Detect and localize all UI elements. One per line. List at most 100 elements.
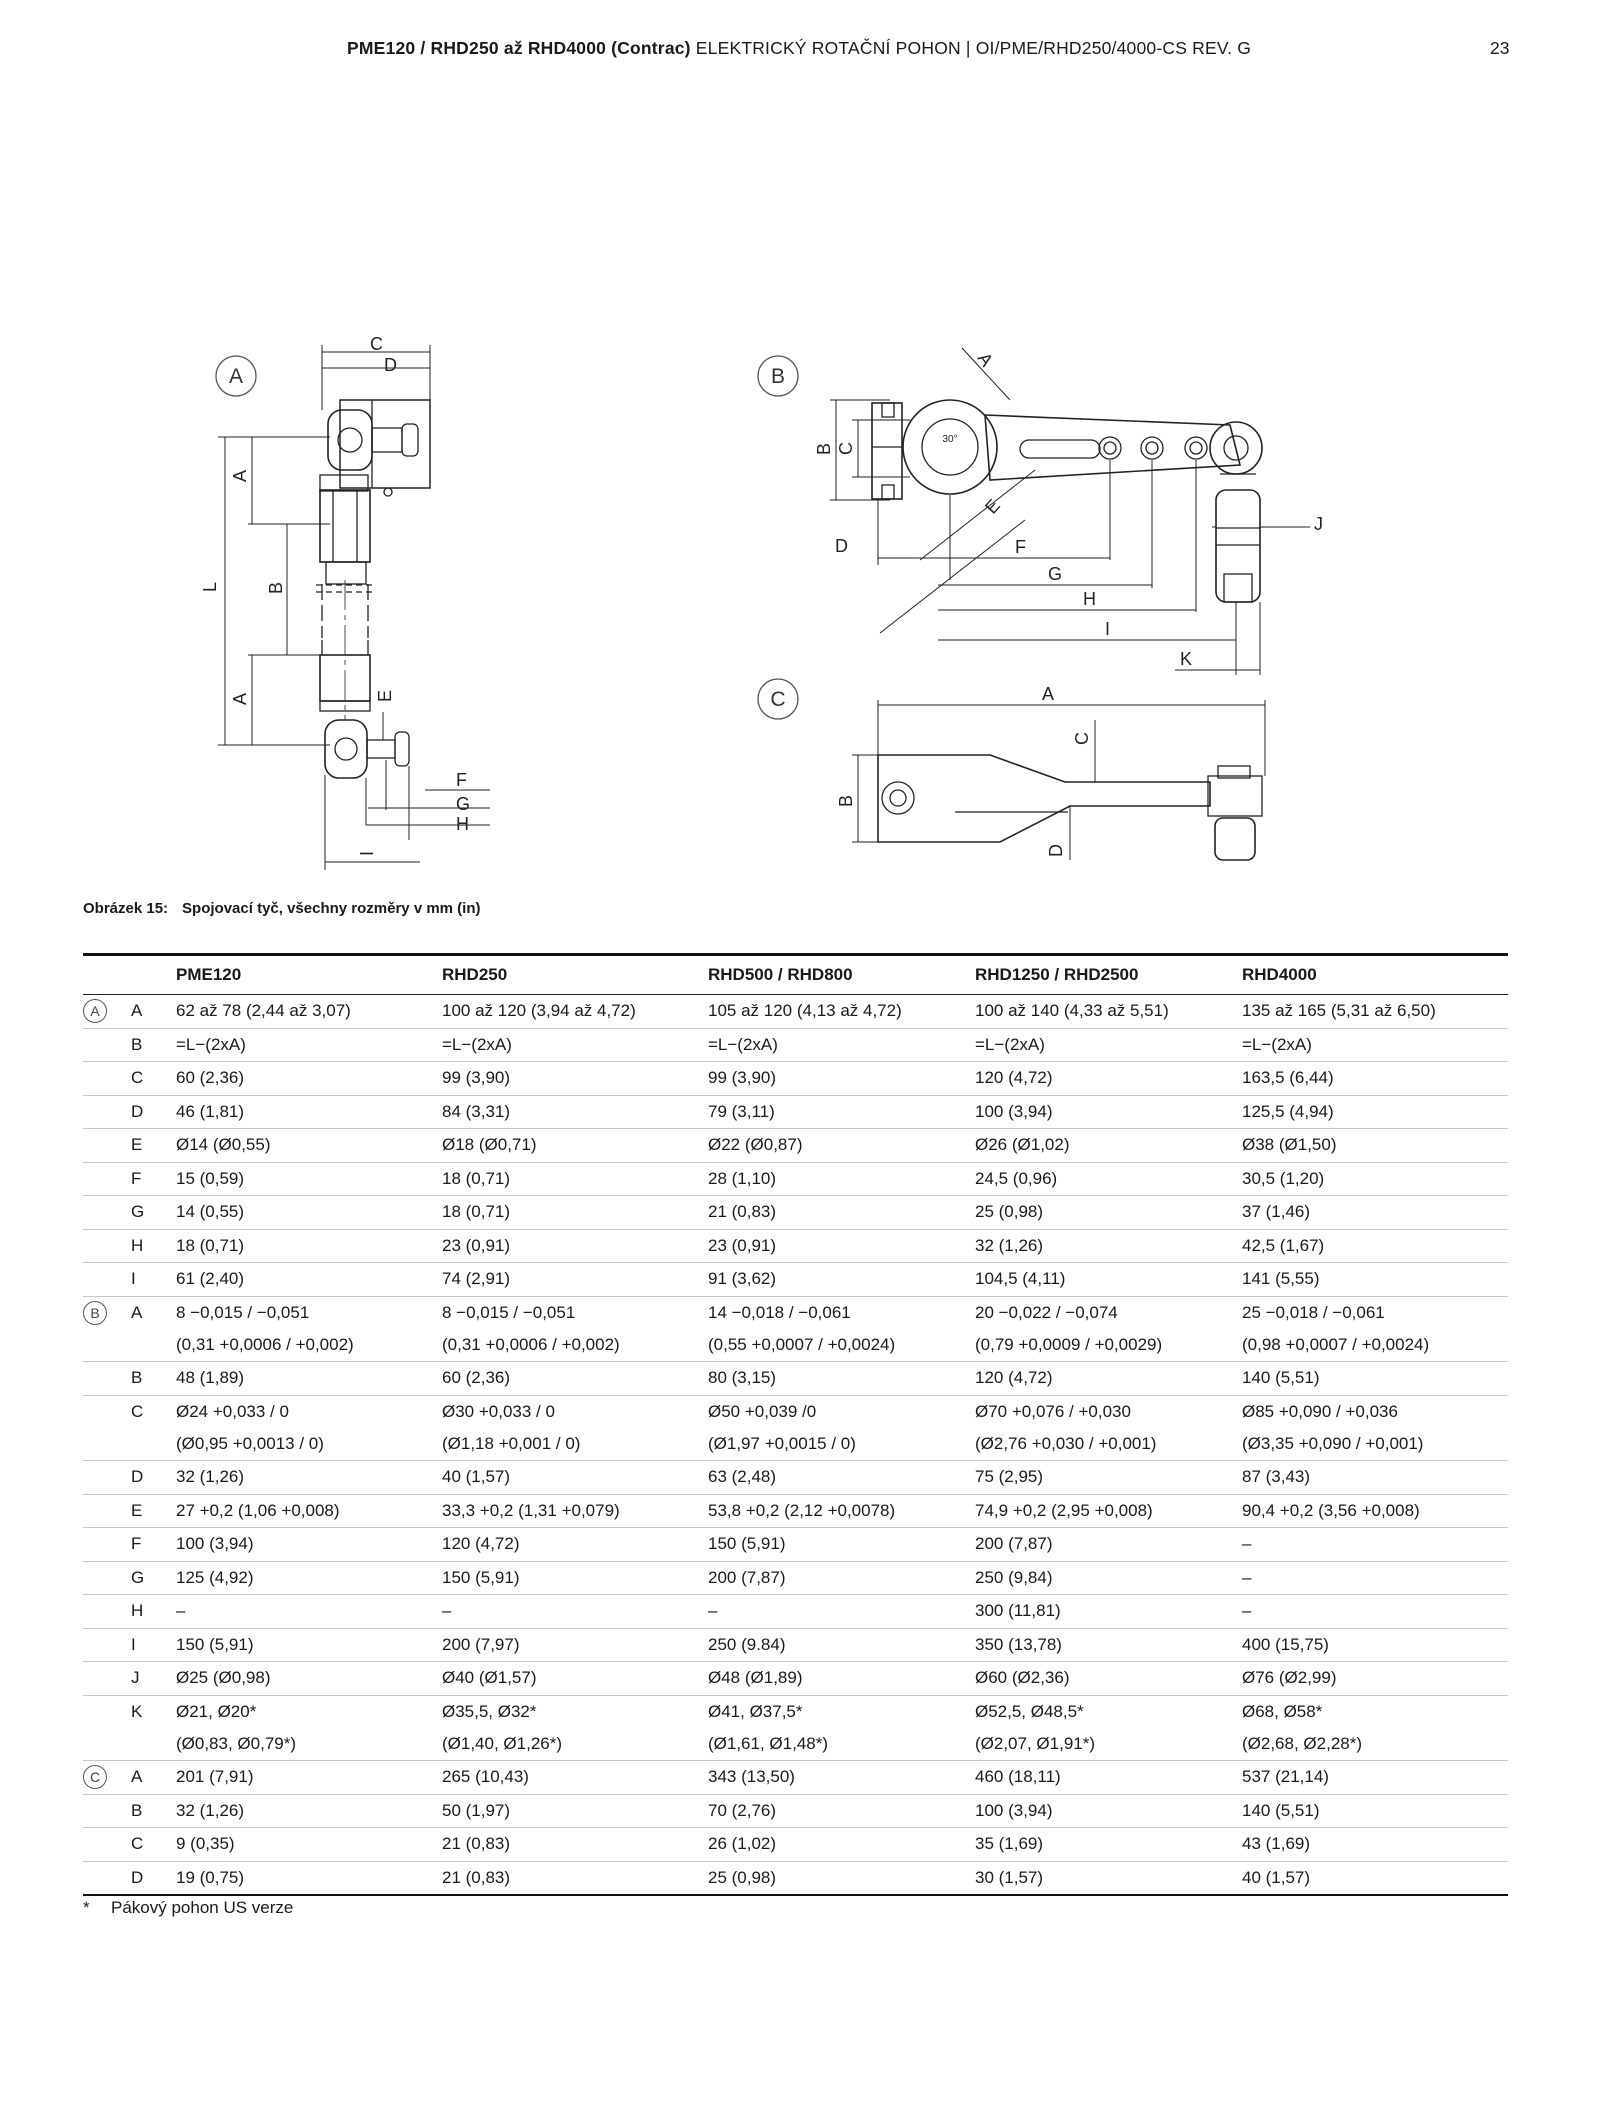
value-cell: 19 (0,75) bbox=[176, 1861, 442, 1896]
dimension-cell: B bbox=[131, 1361, 176, 1396]
dimension-cell: H bbox=[131, 1229, 176, 1263]
value-cell: 150 (5,91) bbox=[708, 1527, 975, 1562]
value-cell: (Ø0,95 +0,0013 / 0) bbox=[176, 1428, 442, 1461]
group-cell bbox=[83, 1061, 131, 1096]
value-cell: 53,8 +0,2 (2,12 +0,0078) bbox=[708, 1494, 975, 1528]
value-cell: 50 (1,97) bbox=[442, 1794, 708, 1828]
view-a-top-rod-eye bbox=[327, 409, 373, 471]
dim-label-e: E bbox=[981, 495, 1004, 517]
value-cell: 30,5 (1,20) bbox=[1242, 1162, 1508, 1196]
value-cell: 24,5 (0,96) bbox=[975, 1162, 1242, 1196]
dimension-cell bbox=[131, 1329, 176, 1362]
value-cell: Ø76 (Ø2,99) bbox=[1242, 1661, 1508, 1696]
dimension-cell: C bbox=[131, 1061, 176, 1096]
dim-label-d: D bbox=[1046, 844, 1066, 857]
group-cell bbox=[83, 1527, 131, 1562]
view-a-top-sleeve bbox=[319, 489, 371, 563]
value-cell: Ø14 (Ø0,55) bbox=[176, 1128, 442, 1163]
group-cell bbox=[83, 1262, 131, 1297]
view-b-lever-arm bbox=[984, 414, 1242, 481]
group-cell bbox=[83, 1395, 131, 1428]
value-cell: 90,4 +0,2 (3,56 +0,008) bbox=[1242, 1494, 1508, 1528]
group-cell: B bbox=[83, 1296, 131, 1329]
value-cell: 91 (3,62) bbox=[708, 1262, 975, 1297]
group-cell bbox=[83, 1794, 131, 1828]
value-cell: 18 (0,71) bbox=[442, 1162, 708, 1196]
value-cell: 40 (1,57) bbox=[1242, 1861, 1508, 1896]
value-cell: – bbox=[1242, 1527, 1508, 1562]
value-cell: 20 −0,022 / −0,074 bbox=[975, 1302, 1118, 1322]
dim-label-a: A bbox=[230, 693, 250, 705]
view-a-bottom-rod-eye bbox=[324, 719, 368, 779]
value-cell: 21 (0,83) bbox=[708, 1195, 975, 1230]
column-header-rhd4000: RHD4000 bbox=[1242, 953, 1508, 995]
group-cell bbox=[83, 1728, 131, 1761]
footnote-mark: * bbox=[83, 1898, 90, 1917]
dim-label-h: H bbox=[456, 814, 469, 834]
figure-caption-label: Obrázek 15: bbox=[83, 900, 169, 917]
value-cell: 27 +0,2 (1,06 +0,008) bbox=[176, 1494, 442, 1528]
value-cell: Ø48 (Ø1,89) bbox=[708, 1661, 975, 1696]
view-a-bottom-nut bbox=[394, 731, 410, 767]
value-cell: (Ø3,35 +0,090 / +0,001) bbox=[1242, 1428, 1508, 1461]
view-a-top-nut bbox=[401, 423, 419, 457]
value-cell: 87 (3,43) bbox=[1242, 1460, 1508, 1495]
value-cell: 18 (0,71) bbox=[176, 1229, 442, 1263]
group-cell bbox=[83, 1128, 131, 1163]
value-cell: 42,5 (1,67) bbox=[1242, 1229, 1508, 1263]
value-cell: 105 až 120 (4,13 až 4,72) bbox=[708, 994, 975, 1029]
value-cell: 140 (5,51) bbox=[1242, 1794, 1508, 1828]
value-cell: 140 (5,51) bbox=[1242, 1361, 1508, 1396]
value-cell: 9 (0,35) bbox=[176, 1827, 442, 1862]
view-c-dim-labels: A C B D bbox=[836, 684, 1092, 857]
view-a-top-bracket bbox=[339, 399, 431, 489]
table-header: PME120 RHD250 RHD500 / RHD800 RHD1250 / … bbox=[83, 953, 1508, 995]
footnote: *Pákový pohon US verze bbox=[83, 1898, 293, 1918]
column-header-pme120: PME120 bbox=[176, 953, 442, 995]
dim-label-k: K bbox=[1180, 649, 1192, 669]
figure-caption: Obrázek 15:Spojovací tyč, všechny rozměr… bbox=[83, 900, 481, 917]
value-cell: (0,55 +0,0007 / +0,0024) bbox=[708, 1329, 975, 1362]
value-cell: – bbox=[1242, 1594, 1508, 1629]
view-b-lever-hole-inner bbox=[1103, 441, 1117, 455]
view-b-hub-bore bbox=[921, 418, 979, 476]
view-b-lever-hole-inner bbox=[1145, 441, 1159, 455]
dimension-cell: D bbox=[131, 1861, 176, 1896]
view-c-clamp-bolt-inner bbox=[889, 789, 907, 807]
value-cell: Ø22 (Ø0,87) bbox=[708, 1128, 975, 1163]
group-cell bbox=[83, 1361, 131, 1396]
value-cell: (Ø1,97 +0,0015 / 0) bbox=[708, 1428, 975, 1461]
group-cell bbox=[83, 1861, 131, 1896]
value-cell: Ø40 (Ø1,57) bbox=[442, 1661, 708, 1696]
value-cell: Ø38 (Ø1,50) bbox=[1242, 1128, 1508, 1163]
view-label-a: A bbox=[229, 365, 243, 388]
dimension-cell: B bbox=[131, 1794, 176, 1828]
group-cell bbox=[83, 1628, 131, 1662]
value-cell: 79 (3,11) bbox=[708, 1095, 975, 1129]
dim-label-i: I bbox=[1105, 619, 1110, 639]
value-cell: 201 (7,91) bbox=[176, 1760, 442, 1795]
value-cell: 99 (3,90) bbox=[442, 1061, 708, 1096]
group-cell bbox=[83, 1695, 131, 1728]
value-cell: (Ø1,18 +0,001 / 0) bbox=[442, 1428, 708, 1461]
value-cell: 28 (1,10) bbox=[708, 1162, 975, 1196]
value-cell: 43 (1,69) bbox=[1242, 1827, 1508, 1862]
view-c-tip-nut bbox=[1217, 765, 1251, 779]
table-row: B=L−(2xA)=L−(2xA)=L−(2xA)=L−(2xA)=L−(2xA… bbox=[83, 1028, 1508, 1062]
value-cell: 32 (1,26) bbox=[975, 1229, 1242, 1263]
value-cell: 265 (10,43) bbox=[442, 1760, 708, 1795]
view-a-dim-labels: C D A L B A E F G H I bbox=[200, 334, 470, 856]
value-cell: 18 (0,71) bbox=[442, 1195, 708, 1230]
dimension-cell: A bbox=[131, 994, 176, 1029]
view-b-hub bbox=[902, 399, 998, 495]
group-cell: C bbox=[83, 1760, 131, 1795]
value-cell: Ø18 (Ø0,71) bbox=[442, 1128, 708, 1163]
